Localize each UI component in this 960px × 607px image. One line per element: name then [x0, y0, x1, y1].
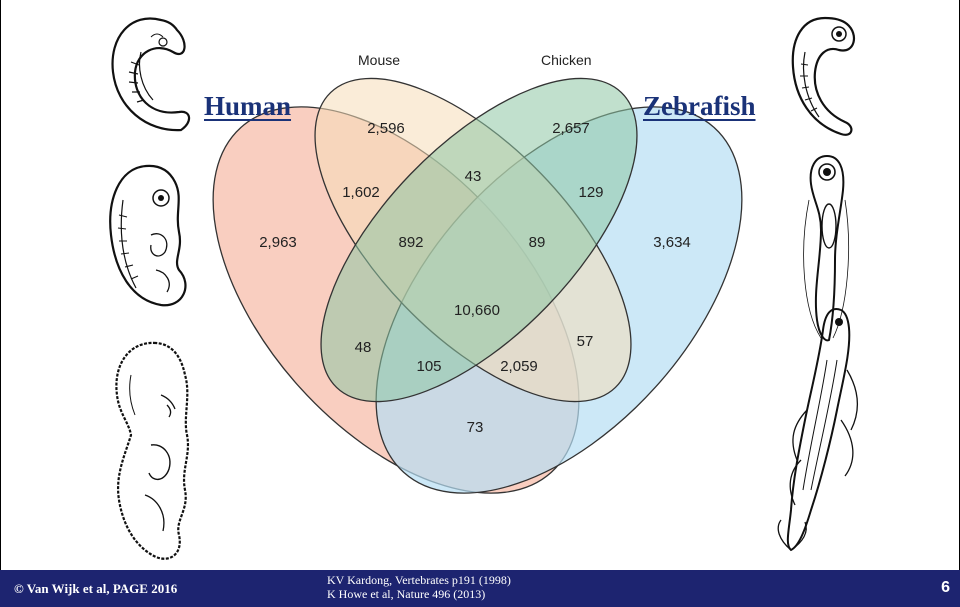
count-all-four: 10,660 [454, 302, 500, 319]
slide: 2,596 2,657 2,963 3,634 43 1,602 129 892… [0, 0, 960, 570]
count-human-mouse-zebrafish: 2,059 [500, 358, 538, 375]
count-human-chicken-zebrafish: 105 [416, 358, 441, 375]
copyright-label: Van Wijk et al, PAGE 2016 [27, 581, 177, 596]
reference-howe: K Howe et al, Nature 496 (2013) [327, 587, 511, 601]
count-human-chicken: 48 [355, 339, 372, 356]
count-human-only: 2,963 [259, 234, 297, 251]
zebrafish-label: Zebrafish [643, 91, 756, 122]
references: KV Kardong, Vertebrates p191 (1998) K Ho… [327, 573, 511, 601]
reference-kardong: KV Kardong, Vertebrates p191 (1998) [327, 573, 511, 587]
copyright-icon: © [14, 581, 24, 596]
count-mouse-zebrafish: 57 [577, 333, 594, 350]
venn-diagram: 2,596 2,657 2,963 3,634 43 1,602 129 892… [1, 0, 959, 570]
count-chicken-only: 2,657 [552, 120, 590, 137]
count-mouse-only: 2,596 [367, 120, 405, 137]
count-zebrafish-only: 3,634 [653, 234, 691, 251]
count-human-mouse-chicken: 892 [398, 234, 423, 251]
human-label: Human [204, 91, 291, 122]
count-mouse-chicken: 43 [465, 168, 482, 185]
count-chicken-zebrafish: 129 [578, 184, 603, 201]
page-number: 6 [941, 579, 950, 597]
chicken-label: Chicken [541, 52, 592, 68]
mouse-label: Mouse [358, 52, 400, 68]
footer-bar: © Van Wijk et al, PAGE 2016 KV Kardong, … [0, 570, 960, 607]
copyright-text: © Van Wijk et al, PAGE 2016 [14, 581, 177, 597]
count-human-zebrafish: 73 [467, 419, 484, 436]
count-human-mouse: 1,602 [342, 184, 380, 201]
count-mouse-chicken-zebrafish: 89 [529, 234, 546, 251]
